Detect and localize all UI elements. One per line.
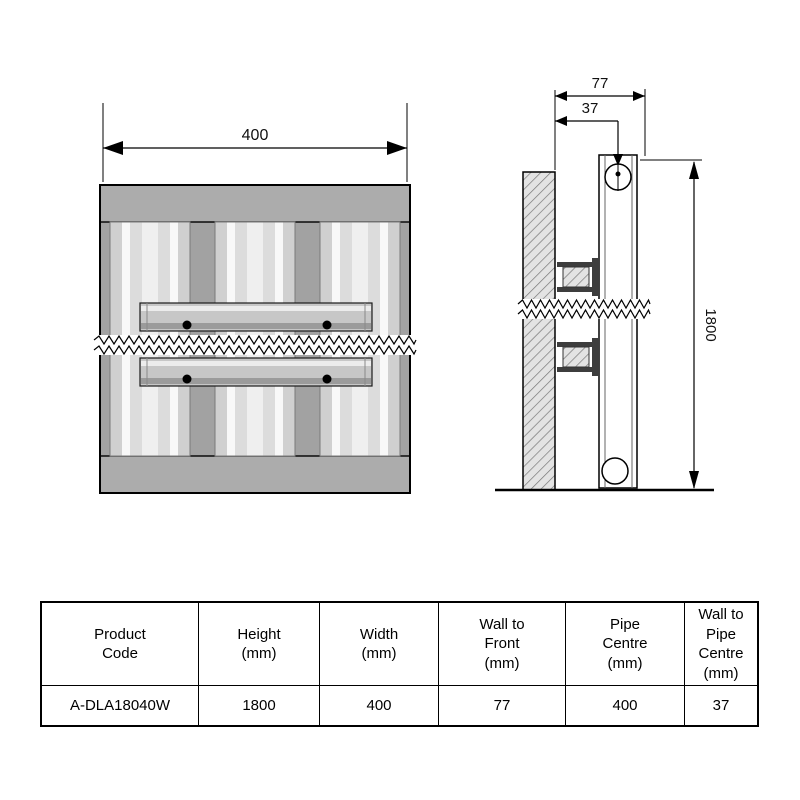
mounting-bracket-lower <box>139 357 373 387</box>
value-wall-to-pipe-centre: 37 <box>684 685 759 727</box>
spec-table: Product Code Height (mm) Width (mm) Wall… <box>40 601 759 727</box>
value-width: 400 <box>319 685 439 727</box>
arrowhead-right <box>387 141 407 155</box>
front-view: 400 <box>93 103 417 494</box>
side-view: 77 37 1800 <box>495 75 719 492</box>
mounting-bracket-upper <box>139 302 373 332</box>
value-wall-to-front: 77 <box>438 685 566 727</box>
break-zigzag-bottom <box>517 308 651 320</box>
arrowhead-left <box>555 91 567 101</box>
break-zigzag-top <box>517 298 651 310</box>
break-zigzag-bottom <box>93 344 417 356</box>
header-height: Height (mm) <box>198 601 320 686</box>
arrowhead-down <box>613 154 623 166</box>
header-pipe-centre: Pipe Centre (mm) <box>565 601 685 686</box>
screw-dot <box>322 374 332 384</box>
height-dimension: 1800 <box>640 159 719 489</box>
front-width-dimension-label: 400 <box>242 127 269 144</box>
wall-bracket-upper <box>556 257 600 297</box>
arrowhead-up <box>689 161 699 179</box>
side-break-line <box>517 298 652 320</box>
arrowhead-left <box>103 141 123 155</box>
wall-to-front-dimension: 77 <box>554 75 646 170</box>
spec-table-header-row: Product Code Height (mm) Width (mm) Wall… <box>40 601 759 686</box>
header-product-code: Product Code <box>40 601 199 686</box>
value-pipe-centre: 400 <box>565 685 685 727</box>
technical-drawing: 400 <box>93 75 719 494</box>
pipe-connection-bottom <box>601 457 629 485</box>
front-width-dimension: 400 <box>102 103 408 182</box>
bottom-header-bar <box>99 455 411 494</box>
break-band <box>94 335 416 355</box>
pipe-connection-top <box>604 163 632 191</box>
top-header-bar <box>99 184 411 223</box>
screw-dot <box>182 320 192 330</box>
pipe-centre-dot <box>615 171 621 177</box>
screw-dot <box>182 374 192 384</box>
height-dimension-label: 1800 <box>702 308 719 341</box>
screw-dot <box>322 320 332 330</box>
value-height: 1800 <box>198 685 320 727</box>
value-product-code: A-DLA18040W <box>40 685 199 727</box>
wall-to-pipe-dimension: 37 <box>555 100 623 166</box>
wall-section <box>522 171 556 491</box>
header-wall-to-front: Wall to Front (mm) <box>438 601 566 686</box>
arrowhead-right <box>633 91 645 101</box>
wall-bracket-lower <box>556 337 600 377</box>
spec-table-data-row: A-DLA18040W 1800 400 77 400 37 <box>40 685 759 727</box>
arrowhead-down <box>689 471 699 489</box>
front-break-line <box>93 334 417 356</box>
break-zigzag-top <box>93 334 417 346</box>
arrowhead-left <box>555 116 567 126</box>
wall-to-pipe-dimension-label: 37 <box>582 100 599 117</box>
header-width: Width (mm) <box>319 601 439 686</box>
wall-to-front-dimension-label: 77 <box>592 75 609 92</box>
header-wall-to-pipe-centre: Wall to Pipe Centre (mm) <box>684 601 759 686</box>
